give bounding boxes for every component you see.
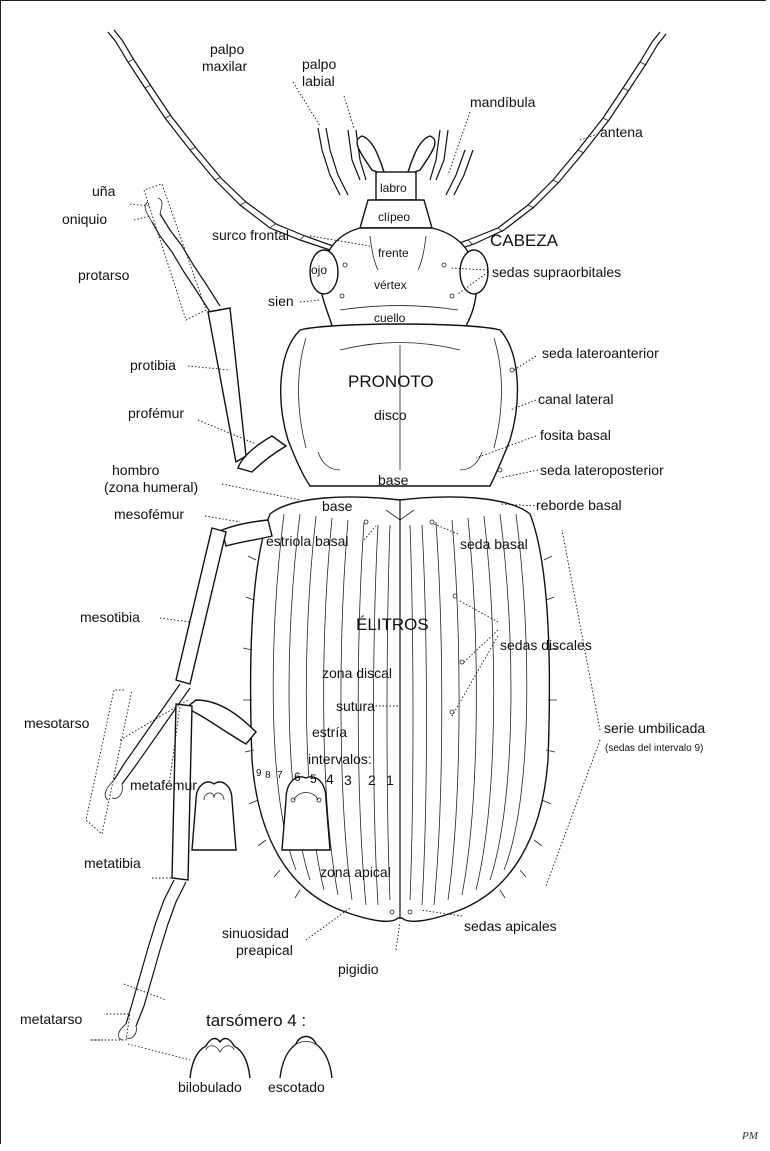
label-seda-lateroanterior: seda lateroanterior [542, 345, 659, 361]
label-ojo: ojo [311, 263, 327, 277]
label-base-pronoto: base [378, 472, 409, 488]
label-una: uña [92, 183, 116, 199]
interval-number: 8 [265, 770, 271, 781]
interval-number: 2 [368, 772, 376, 788]
label-serie-umbilicada-nota: (sedas del intervalo 9) [605, 743, 703, 754]
label-base-elitro: base [322, 498, 353, 514]
label-bilobulado: bilobulado [178, 1079, 242, 1095]
label-sinuosidad-1: sinuosidad [222, 925, 289, 941]
label-escotado: escotado [268, 1079, 325, 1095]
label-mesotibia: mesotibia [80, 609, 140, 625]
elytra [243, 497, 557, 921]
label-protibia: protibia [130, 357, 176, 373]
interval-number: 4 [326, 771, 334, 787]
label-palpo-maxilar-1: palpo [210, 41, 244, 57]
label-elitros: ÉLITROS [356, 615, 429, 634]
label-clipeo: clípeo [378, 210, 410, 224]
label-palpo-labial-2: labial [302, 73, 335, 89]
label-frente: frente [378, 246, 409, 260]
label-estriola-basal: estriola basal [266, 533, 349, 549]
signature: PM [741, 1130, 759, 1142]
interval-number: 9 [256, 768, 262, 779]
label-palpo-maxilar-2: maxilar [202, 58, 247, 74]
label-fosita-basal: fosita basal [540, 427, 611, 443]
label-antena: antena [600, 124, 643, 140]
label-mesofemur: mesofémur [114, 506, 184, 522]
label-hombro-2: (zona humeral) [104, 479, 198, 495]
label-vertex: vértex [374, 278, 407, 292]
label-mesotarso: mesotarso [24, 715, 90, 731]
label-reborde-basal: reborde basal [536, 497, 622, 513]
label-protarso: protarso [78, 267, 130, 283]
label-metatibia: metatibia [84, 855, 141, 871]
label-hombro-1: hombro [112, 462, 160, 478]
pronotum [281, 324, 518, 486]
label-profemur: profémur [128, 405, 184, 421]
label-metafemur: metafémur [130, 777, 197, 793]
label-disco: disco [374, 407, 407, 423]
label-seda-basal: seda basal [460, 536, 528, 552]
label-pigidio: pigidio [338, 961, 379, 977]
tarsomere-4-enlarged [190, 1037, 332, 1079]
label-sien: sien [268, 293, 294, 309]
label-tarsomero-4: tarsómero 4 : [206, 1011, 306, 1030]
label-surco-frontal: surco frontal [212, 227, 289, 243]
label-sinuosidad-2: preapical [236, 942, 293, 958]
label-mandibula: mandíbula [470, 94, 536, 110]
label-labro: labro [380, 181, 407, 195]
label-oniquio: oniquio [62, 211, 107, 227]
label-intervalos: intervalos: [308, 751, 372, 767]
label-sedas-apicales: sedas apicales [464, 918, 557, 934]
interval-number: 3 [344, 772, 352, 788]
label-palpo-labial-1: palpo [302, 56, 336, 72]
interval-number: 6 [294, 770, 301, 784]
label-canal-lateral: canal lateral [538, 391, 614, 407]
label-cabeza: CABEZA [490, 231, 559, 250]
label-seda-lateroposterior: seda lateroposterior [540, 462, 664, 478]
head [310, 136, 488, 326]
label-cuello: cuello [374, 311, 406, 325]
label-pronoto: PRONOTO [348, 372, 434, 391]
label-zona-apical: zona apical [320, 864, 391, 880]
label-sedas-discales: sedas discales [500, 637, 592, 653]
interval-number: 1 [386, 772, 394, 788]
label-serie-umbilicada: serie umbilicada [604, 720, 705, 736]
label-sedas-supraorbitales: sedas supraorbitales [492, 264, 621, 280]
label-zona-discal: zona discal [322, 665, 392, 681]
label-estria: estría [312, 724, 347, 740]
label-metatarso: metatarso [20, 1011, 82, 1027]
label-sutura: sutura [336, 698, 375, 714]
interval-number: 7 [277, 770, 283, 781]
interval-number: 5 [310, 772, 317, 786]
antenna-right [440, 32, 666, 254]
